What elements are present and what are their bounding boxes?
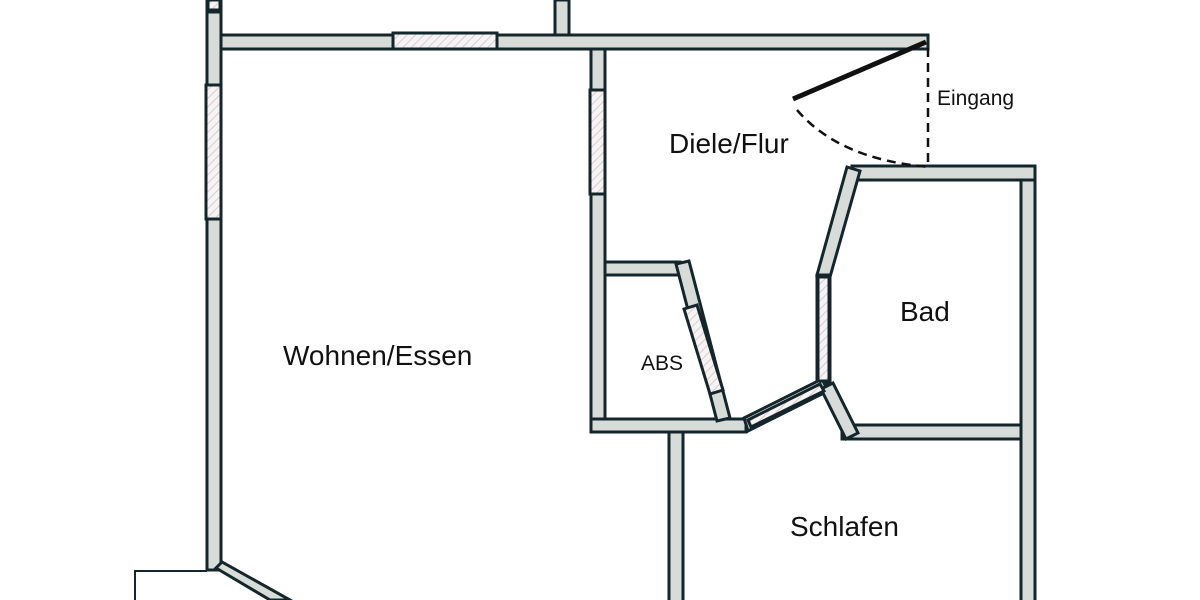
wall-bottom-left-diagonal (213, 560, 294, 600)
window-diagonal-lower (746, 382, 827, 430)
window-left (204, 83, 223, 221)
room-label-wohnen: Wohnen/Essen (283, 340, 473, 371)
window-top (391, 31, 499, 51)
wall-schlafen-left (667, 430, 685, 600)
balcony-outline (134, 570, 207, 600)
wall-abs-top (603, 260, 682, 277)
window-bad-left (816, 275, 831, 383)
door-leaf (792, 39, 927, 102)
wall-bad-right (1019, 178, 1037, 600)
entrance-label: Eingang (937, 87, 1015, 110)
window-abs (682, 303, 725, 396)
wall-stub-top-mid (553, 0, 571, 37)
room-label-diele: Diele/Flur (669, 128, 789, 159)
wall-bad-diagonal-lower (818, 380, 861, 442)
wall-bad-top (850, 164, 1037, 182)
window-diele-left (588, 88, 607, 196)
room-label-bad: Bad (900, 296, 950, 327)
door-swing-arc (796, 109, 931, 169)
wall-top (218, 33, 930, 51)
room-label-schlafen: Schlafen (790, 511, 899, 542)
wall-bad-diagonal-upper (815, 165, 862, 279)
room-label-abs: ABS (641, 352, 684, 375)
wall-bad-bottom (840, 423, 1023, 441)
window-stub-top-left (206, 0, 222, 12)
